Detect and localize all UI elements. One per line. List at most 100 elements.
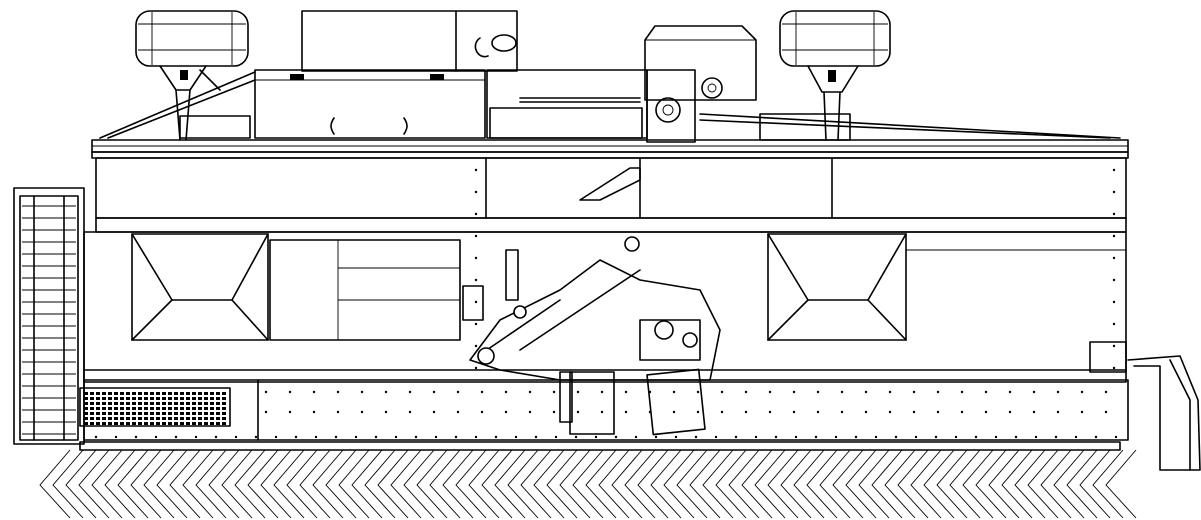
hatch-stroke <box>702 449 734 519</box>
rivet <box>672 410 676 414</box>
hatch-stroke <box>91 449 123 519</box>
vent-slot <box>144 407 148 410</box>
vent-slot <box>96 417 100 420</box>
vent-slot <box>126 417 130 420</box>
vent-slot <box>132 407 136 410</box>
vent-slot <box>96 397 100 400</box>
hatch-stroke <box>689 449 721 519</box>
rivet <box>814 435 818 439</box>
hatch-stroke <box>793 449 825 519</box>
vent-slot <box>108 417 112 420</box>
rivet <box>984 390 988 394</box>
rivet <box>474 168 478 172</box>
vent-slot <box>90 412 94 415</box>
vent-slot <box>186 412 190 415</box>
rivet <box>1104 390 1108 394</box>
hatch-stroke <box>923 449 955 519</box>
hatch-stroke <box>325 449 357 519</box>
hatch-stroke <box>884 449 916 519</box>
rivet <box>360 410 364 414</box>
rivet <box>936 390 940 394</box>
rivet <box>408 410 412 414</box>
vent-slot <box>96 422 100 425</box>
rivet <box>336 390 340 394</box>
rivet <box>1074 435 1078 439</box>
rivet <box>1112 366 1116 370</box>
rivet <box>768 410 772 414</box>
vent-slot <box>120 392 124 395</box>
rivet <box>1112 322 1116 326</box>
vent-slot <box>126 397 130 400</box>
hatch-stroke <box>143 449 175 519</box>
vent-slot <box>156 397 160 400</box>
vent-slot <box>192 392 196 395</box>
rivet <box>816 390 820 394</box>
vent-slot <box>162 422 166 425</box>
rivet <box>984 410 988 414</box>
hatch-stroke <box>936 449 968 519</box>
rivet <box>474 212 478 216</box>
vent-slot <box>216 392 220 395</box>
vent-slot <box>222 412 226 415</box>
vent-slot <box>216 402 220 405</box>
rivet <box>264 390 268 394</box>
hatch-stroke <box>949 449 981 519</box>
rivet <box>1080 410 1084 414</box>
vent-slot <box>84 422 88 425</box>
rivet <box>474 366 478 370</box>
hatch-stroke <box>377 449 409 519</box>
rivet <box>1056 410 1060 414</box>
vent-slot <box>198 417 202 420</box>
rivet <box>334 435 338 439</box>
rivet <box>274 435 278 439</box>
vent-slot <box>138 417 142 420</box>
rivet <box>432 390 436 394</box>
rivet <box>576 390 580 394</box>
rivet <box>374 435 378 439</box>
hatch-stroke <box>858 449 890 519</box>
vent-slot <box>204 412 208 415</box>
rivet <box>1008 390 1012 394</box>
vent-slot <box>198 422 202 425</box>
vent-slot <box>132 402 136 405</box>
rivet <box>432 410 436 414</box>
rivet <box>1056 390 1060 394</box>
rivet <box>648 410 652 414</box>
rivet <box>936 410 940 414</box>
vent-slot <box>150 422 154 425</box>
rivet <box>1032 390 1036 394</box>
rivet <box>1104 410 1108 414</box>
vent-slot <box>138 392 142 395</box>
vent-slot <box>186 417 190 420</box>
vent-slot <box>198 407 202 410</box>
rivet <box>194 435 198 439</box>
rivet <box>456 410 460 414</box>
hatch-stroke <box>572 449 604 519</box>
vent-slot <box>108 422 112 425</box>
rivet <box>1114 435 1118 439</box>
vent-slot <box>216 422 220 425</box>
vent-slot <box>96 402 100 405</box>
rivet <box>474 234 478 238</box>
vent-slot <box>204 402 208 405</box>
vent-slot <box>156 407 160 410</box>
rivet <box>854 435 858 439</box>
vent-grille <box>84 392 226 425</box>
rivet <box>94 435 98 439</box>
vent-slot <box>186 407 190 410</box>
vent-slot <box>120 402 124 405</box>
vent-slot <box>192 407 196 410</box>
rivet <box>600 410 604 414</box>
hatch-stroke <box>312 449 344 519</box>
vent-slot <box>210 412 214 415</box>
rivet <box>954 435 958 439</box>
vent-slot <box>120 417 124 420</box>
vent-slot <box>168 407 172 410</box>
rivet <box>714 435 718 439</box>
hatch-stroke <box>767 449 799 519</box>
hatch-stroke <box>1079 449 1111 519</box>
hatch-stroke <box>494 449 526 519</box>
vent-slot <box>210 402 214 405</box>
hatch-stroke <box>1053 449 1085 519</box>
